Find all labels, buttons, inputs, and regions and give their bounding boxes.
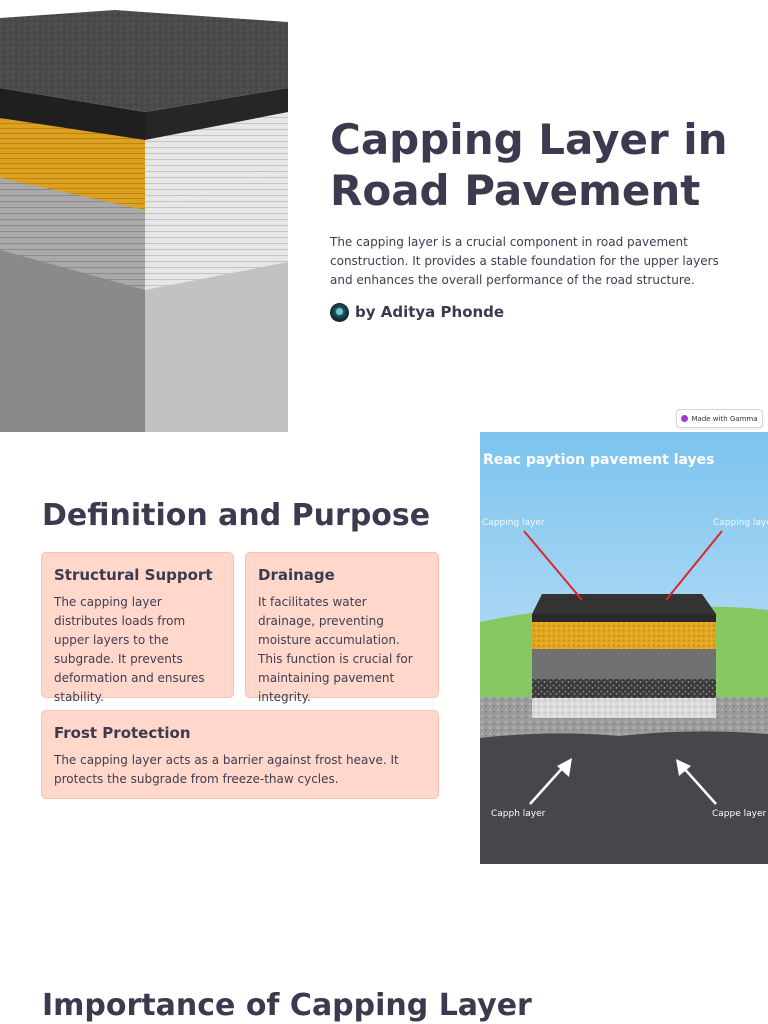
diagram-title: Reac paytion pavement layes [483,452,715,468]
card-drainage: Drainage It facilitates water drainage, … [245,552,439,704]
author-byline: by Aditya Phonde [330,302,504,322]
page-title: Capping Layer in Road Pavement [330,115,728,215]
card-body: It facilitates water drainage, preventin… [258,595,413,704]
card-title: Frost Protection [54,724,191,742]
diagram-label-bottom-left: Capph layer [491,809,546,819]
card-body: The capping layer distributes loads from… [54,595,205,704]
gamma-logo-icon [681,415,689,422]
card-frost-protection: Frost Protection The capping layer acts … [41,710,439,799]
badge-label: Made with Gamma [691,414,758,423]
avatar [330,302,349,322]
card-structural-support: Structural Support The capping layer dis… [41,552,234,704]
card-title: Drainage [258,566,335,584]
intro-paragraph: The capping layer is a crucial component… [330,235,719,287]
pavement-layers-diagram: Reac paytion pavement layes Capping laye… [480,432,768,864]
definition-heading: Definition and Purpose [42,498,431,533]
importance-heading: Importance of Capping Layer [42,988,532,1023]
diagram-label-bottom-right: Cappe layer [712,809,767,819]
hero-pavement-image [0,0,288,432]
made-with-gamma-badge[interactable]: Made with Gamma [676,409,763,428]
card-title: Structural Support [54,566,213,584]
author-name: by Aditya Phonde [355,303,505,321]
diagram-label-top-left: Capping layer [482,518,545,528]
diagram-label-top-right: Capping layer [713,518,768,528]
card-body: The capping layer acts as a barrier agai… [54,753,399,786]
